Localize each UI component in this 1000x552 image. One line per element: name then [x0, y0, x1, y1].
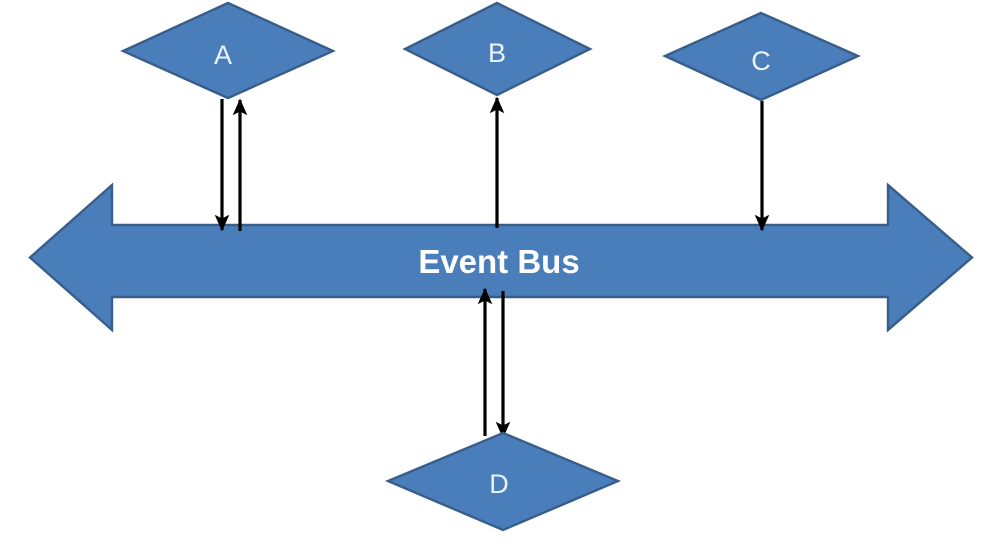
node-a-label: A [214, 40, 232, 70]
node-d[interactable]: D [384, 431, 622, 532]
node-c-label: C [751, 46, 771, 76]
node-a[interactable]: A [120, 1, 336, 100]
node-b-label: B [488, 38, 506, 68]
event-bus-arrow-body [28, 182, 974, 333]
event-bus-shape[interactable]: Event Bus [28, 182, 974, 333]
node-c[interactable]: C [662, 11, 861, 102]
node-b-diamond [402, 1, 593, 97]
node-b[interactable]: B [402, 1, 593, 97]
node-a-diamond [120, 1, 336, 100]
node-d-diamond [384, 431, 622, 532]
event-bus-label: Event Bus [418, 243, 579, 280]
node-c-diamond [662, 11, 861, 102]
node-d-label: D [489, 469, 509, 499]
